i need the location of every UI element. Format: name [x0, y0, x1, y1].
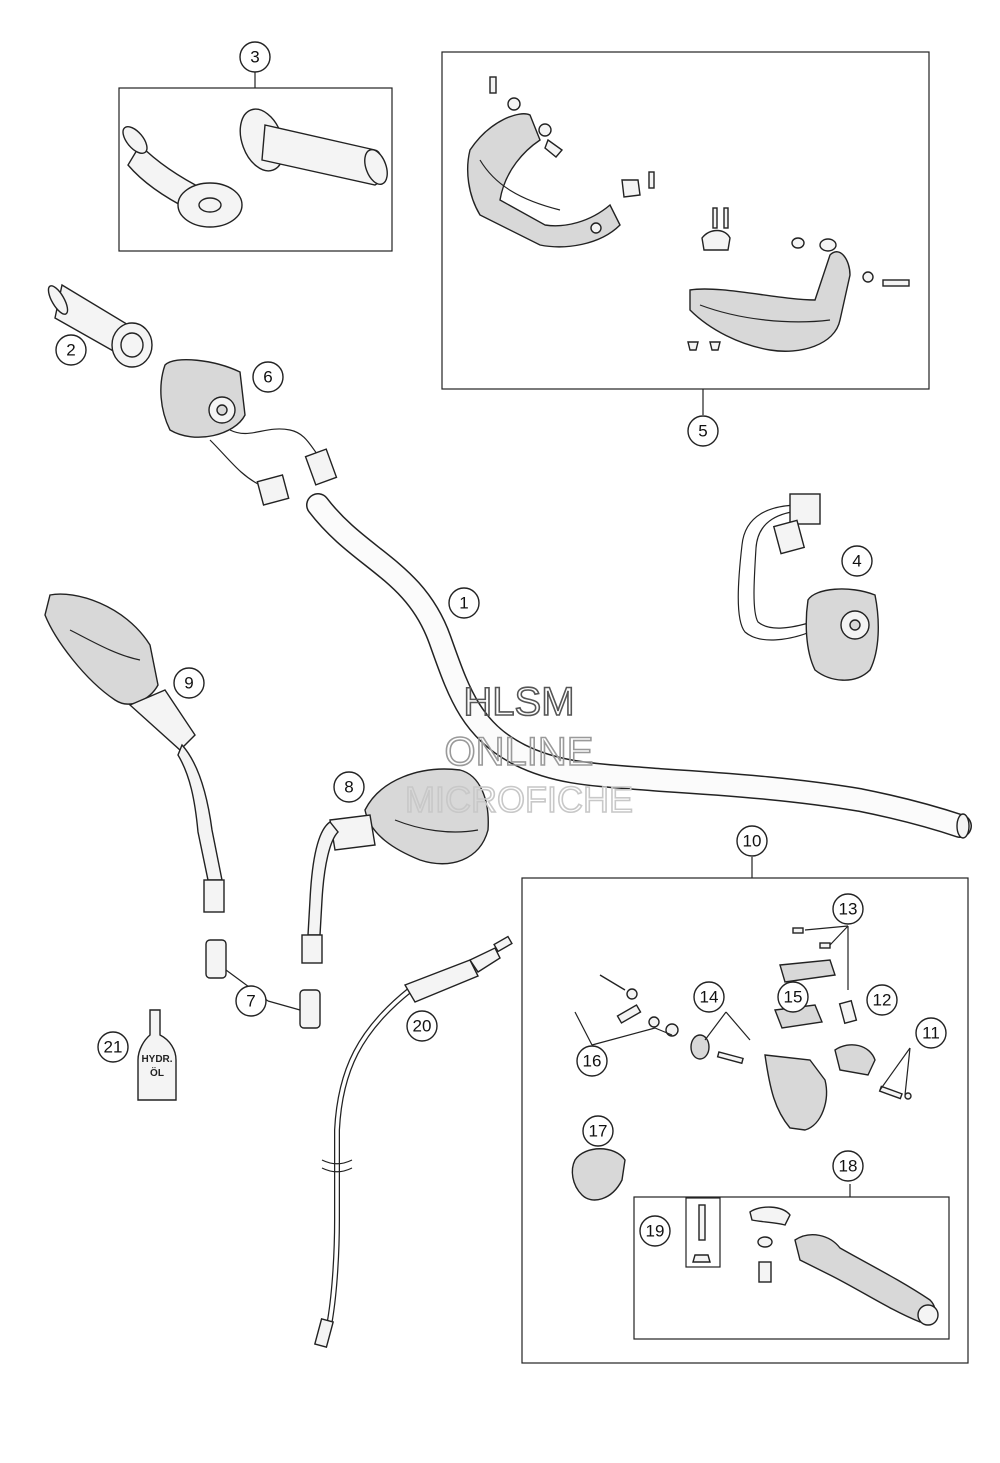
callout-5-label: 5: [698, 422, 707, 441]
callout-16-label: 16: [583, 1052, 602, 1071]
callout-2: 2: [55, 334, 87, 366]
oil-bottle-label-line2: ÖL: [150, 1066, 164, 1079]
callout-1-label: 1: [459, 594, 468, 613]
callout-17-label: 17: [589, 1122, 608, 1141]
callout-3: 3: [239, 41, 271, 73]
callout-18: 18: [832, 1150, 864, 1182]
callout-6: 6: [252, 361, 284, 393]
clutch-master-cylinder-box: [521, 877, 969, 1364]
callout-9-label: 9: [184, 674, 193, 693]
callout-10-label: 10: [743, 832, 762, 851]
callout-8: 8: [333, 771, 365, 803]
callout-14: 14: [693, 981, 725, 1013]
grip-left: [47, 283, 153, 368]
callout-20-label: 20: [413, 1017, 432, 1036]
clutch-master-cylinder-parts: [599, 927, 912, 1131]
right-handlebar-switch: [737, 493, 879, 681]
watermark: HLSM ONLINE MICROFICHE: [404, 679, 634, 821]
callout-7-label: 7: [246, 992, 255, 1011]
callout-4-label: 4: [852, 552, 861, 571]
handguard-kit-box: [441, 51, 930, 390]
clutch-hose: [313, 935, 513, 1348]
handlebar: [306, 493, 972, 839]
callout-3-label: 3: [250, 48, 259, 67]
callout-4: 4: [841, 545, 873, 577]
watermark-line2: ONLINE: [445, 730, 594, 774]
callout-15: 15: [777, 981, 809, 1013]
hydraulic-oil-bottle: HYDR. ÖL: [137, 1009, 177, 1101]
grip-right-kit: [239, 108, 388, 186]
watermark-line3: MICROFICHE: [405, 779, 633, 820]
callout-21: 21: [97, 1031, 129, 1063]
callout-5: 5: [687, 415, 719, 447]
oil-bottle-label-line1: HYDR.: [141, 1054, 172, 1065]
callout-16: 16: [576, 1045, 608, 1077]
clutch-cylinder-cover: [571, 1148, 626, 1201]
callout-2-label: 2: [66, 341, 75, 360]
grip-left-kit: [122, 126, 243, 228]
pivot-screw-box: [685, 1197, 721, 1268]
callout-19: 19: [639, 1215, 671, 1247]
callout-7: 7: [235, 985, 267, 1017]
callout-12-label: 12: [873, 991, 892, 1010]
callout-14-label: 14: [700, 988, 719, 1007]
leader-lines: [225, 72, 911, 1197]
clutch-lever-box: [633, 1196, 950, 1340]
callout-21-label: 21: [104, 1038, 123, 1057]
callout-18-label: 18: [839, 1157, 858, 1176]
mirror-left: [44, 593, 225, 913]
callout-11: 11: [915, 1017, 947, 1049]
mirror-right: [301, 768, 489, 964]
callout-13: 13: [832, 893, 864, 925]
callout-9: 9: [173, 667, 205, 699]
callout-17: 17: [582, 1115, 614, 1147]
callout-8-label: 8: [344, 778, 353, 797]
mirror-adapters: [205, 939, 321, 1029]
left-handlebar-switch: [160, 358, 338, 506]
clutch-lever-parts: [692, 1204, 939, 1326]
callout-19-label: 19: [646, 1222, 665, 1241]
callout-15-label: 15: [784, 988, 803, 1007]
callout-1: 1: [448, 587, 480, 619]
callout-12: 12: [866, 984, 898, 1016]
callout-13-label: 13: [839, 900, 858, 919]
watermark-line1: HLSM: [463, 680, 574, 724]
callout-20: 20: [406, 1010, 438, 1042]
handguard-kit: [467, 76, 910, 352]
callout-11-label: 11: [922, 1024, 940, 1043]
callout-10: 10: [736, 825, 768, 857]
callout-6-label: 6: [263, 368, 272, 387]
